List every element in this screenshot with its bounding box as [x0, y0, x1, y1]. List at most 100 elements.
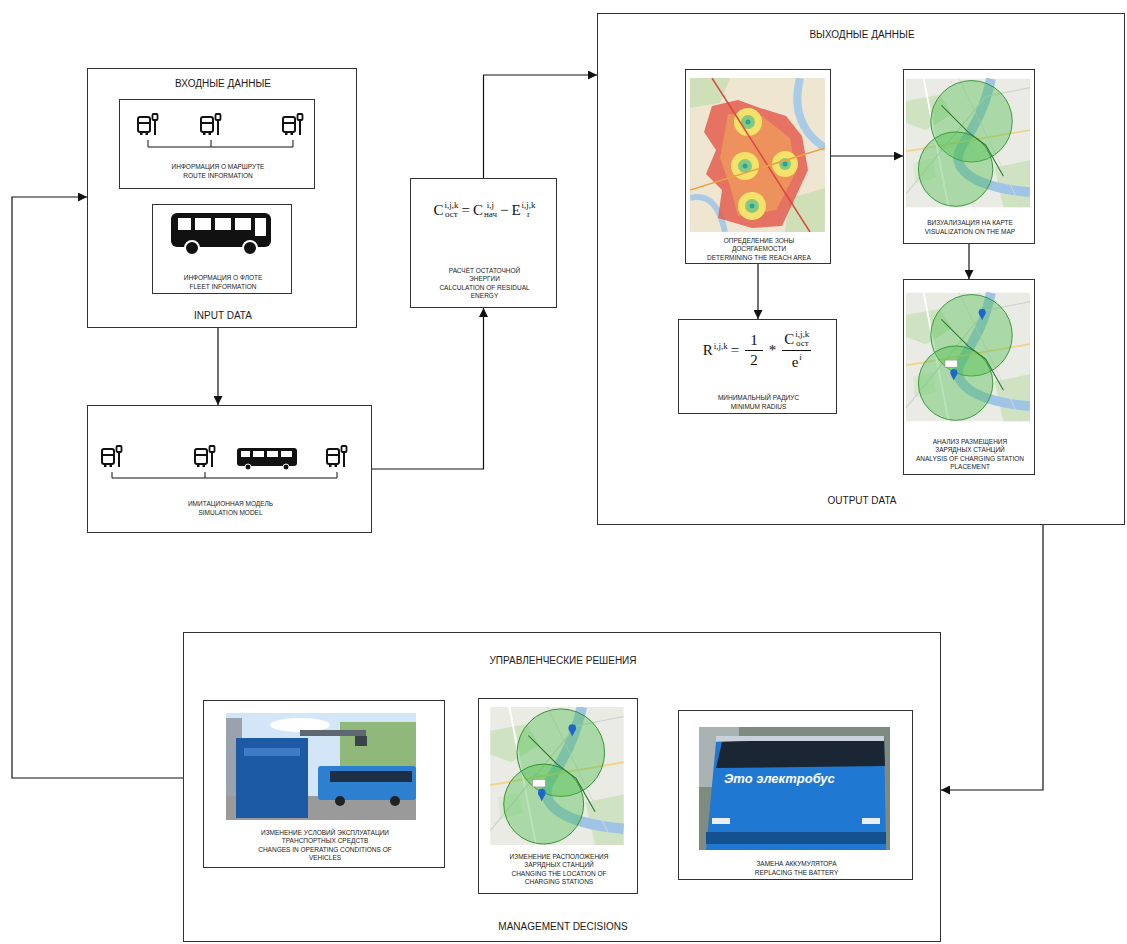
- formula-box: Ci,j,kост=Ci,jнач−Ei,j,krРАСЧЁТ ОСТАТОЧН…: [410, 178, 557, 308]
- bus-bumper: [706, 832, 886, 844]
- formula-indices: i,j,kост: [444, 201, 458, 219]
- map-image: [906, 79, 1030, 207]
- formula-symbol: ост: [444, 210, 458, 219]
- bus-stop-icon: [102, 446, 122, 467]
- bus-windshield: [716, 736, 885, 768]
- image-box: ИЗМЕНЕНИЕ РАСПОЛОЖЕНИЯ ЗАРЯДНЫХ СТАНЦИЙC…: [478, 698, 638, 894]
- sky: [226, 713, 416, 820]
- formula-symbol: E: [511, 203, 520, 218]
- bus-window: [267, 451, 278, 457]
- bus-stop-icon: [327, 446, 347, 467]
- group-title: MANAGEMENT DECISIONS: [188, 921, 938, 933]
- connector-arrow: [968, 244, 969, 279]
- caption-text: ИЗМЕНЕНИЕ РАСПОЛОЖЕНИЯ ЗАРЯДНЫХ СТАНЦИЙ: [504, 853, 614, 869]
- station-pins: [532, 724, 576, 801]
- pantograph: [355, 736, 367, 746]
- formula-symbol: ост: [795, 339, 809, 348]
- spacer: [714, 351, 728, 360]
- fraction: 12: [745, 333, 763, 368]
- connector-arrow: [941, 525, 1043, 790]
- electric-bus-photo: [699, 727, 890, 850]
- headlight: [712, 818, 730, 824]
- bus-window: [178, 218, 191, 230]
- process-box: ИМИТАЦИОННАЯ МОДЕЛЬSIMULATION MODEL: [87, 405, 372, 533]
- spacer: [799, 362, 802, 371]
- caption-text: ИЗМЕНЕНИЕ УСЛОВИЙ ЭКСПЛУАТАЦИИ ТРАНСПОРТ…: [255, 829, 395, 845]
- group-box: ВЫХОДНЫЕ ДАННЫЕ OUTPUT DATA ОПРЕДЕЛЕНИЕ ЗО…: [597, 13, 1125, 525]
- headlight: [862, 818, 880, 824]
- image-box: ИЗМЕНЕНИЕ УСЛОВИЙ ЭКСПЛУАТАЦИИ ТРАНСПОРТ…: [203, 700, 445, 868]
- connector-arrow: [831, 155, 903, 156]
- bus-stop-icon: [201, 114, 221, 135]
- bus-wheel: [390, 796, 400, 806]
- formula-indices: i,j,k: [714, 342, 728, 360]
- formula-symbol: R: [703, 343, 713, 358]
- caption-text: CALCULATION OF RESIDUAL ENERGY: [437, 284, 533, 300]
- formula-indices: i,jнач: [484, 201, 497, 219]
- formula-symbol: i,j,k: [714, 342, 728, 351]
- bus-livery-text: Это электробус: [724, 771, 835, 786]
- formula: Ri,j,k=12*Ci,j,kостei: [683, 330, 834, 371]
- background: [699, 727, 890, 850]
- charger-cabinet: [236, 738, 308, 818]
- caption-text: МИНИМАЛЬНЫЙ РАДИУС: [683, 394, 834, 402]
- caption-text: ОПРЕДЕЛЕНИЕ ЗОНЫ ДОСЯГАЕМОСТИ: [714, 237, 804, 253]
- formula-term: Ei,j,kr: [511, 201, 535, 219]
- reach-circles: [918, 295, 1012, 421]
- bus-body: [171, 213, 271, 247]
- fraction: Ci,j,kостei: [782, 330, 811, 371]
- caption-text: РАСЧЁТ ОСТАТОЧНОЙ ЭНЕРГИИ: [437, 267, 533, 283]
- formula-indices: i,j,kr: [522, 201, 536, 219]
- connector-arrow: [12, 197, 183, 778]
- bus-wheel: [243, 241, 257, 255]
- formula-indices: i: [799, 353, 802, 371]
- caption-text: ИНФОРМАЦИЯ О МАРШРУТЕ: [124, 163, 312, 171]
- formula-symbol: r: [522, 210, 536, 219]
- caption-text: ANALYSIS OF CHARGING STATION PLACEMENT: [915, 455, 1025, 471]
- reach-circles: [918, 81, 1012, 207]
- map-image: [490, 707, 623, 845]
- formula-box: Ri,j,k=12*Ci,j,kостeiМИНИМАЛЬНЫЙ РАДИУСM…: [678, 319, 837, 414]
- station-pins: [945, 309, 986, 381]
- reach-circles: [504, 709, 605, 844]
- caption-text: АНАЛИЗ РАЗМЕЩЕНИЯ ЗАРЯДНЫХ СТАНЦИЙ: [920, 438, 1020, 454]
- bus-window: [215, 218, 231, 230]
- group-title: OUTPUT DATA: [602, 495, 1122, 507]
- formula-term: Ri,j,k: [703, 342, 728, 360]
- formula-symbol: =: [461, 203, 469, 218]
- info-box: ИНФОРМАЦИЯ О МАРШРУТЕROUTE INFORMATION: [119, 99, 315, 189]
- image-box: ЗАМЕНА АККУМУЛЯТОРАREPLACING THE BATTERY: [678, 710, 913, 880]
- route-line: [112, 472, 337, 478]
- caption-text: ЗАМЕНА АККУМУЛЯТОРА: [683, 860, 910, 868]
- caption-text: CHANGES IN OPERATING CONDITIONS OF VEHIC…: [245, 846, 405, 862]
- formula-symbol: C: [433, 203, 443, 218]
- image-box: АНАЛИЗ РАЗМЕЩЕНИЯ ЗАРЯДНЫХ СТАНЦИЙANALYS…: [903, 279, 1035, 475]
- formula-symbol: i,j: [484, 201, 497, 210]
- formula-symbol: C: [784, 332, 794, 347]
- caption-text: ИМИТАЦИОННАЯ МОДЕЛЬ: [92, 500, 369, 508]
- fleet-bus-icon: [171, 213, 271, 255]
- formula-term: Ci,j,kост: [784, 330, 809, 348]
- formula-symbol: *: [769, 343, 777, 358]
- group-title: ВЫХОДНЫЕ ДАННЫЕ: [602, 29, 1122, 41]
- formula-symbol: i: [799, 353, 802, 362]
- fraction-numerator: 1: [745, 333, 763, 351]
- reach-heatmap: [690, 78, 825, 232]
- bus-window: [235, 218, 251, 230]
- caption-text: ROUTE INFORMATION: [124, 172, 312, 180]
- formula-indices: i,j,kост: [795, 330, 809, 348]
- bus-roof: [716, 736, 884, 741]
- formula-symbol: нач: [484, 210, 497, 219]
- formula-symbol: i,j,k: [795, 330, 809, 339]
- caption-text: ИНФОРМАЦИЯ О ФЛОТЕ: [157, 274, 289, 282]
- caption-text: SIMULATION MODEL: [92, 509, 369, 517]
- group-box: ВХОДНЫЕ ДАННЫЕINPUT DATAИНФОРМАЦИЯ О МАР…: [87, 68, 357, 328]
- route-icons: [138, 114, 303, 147]
- group-title: ВХОДНЫЕ ДАННЫЕ: [92, 78, 354, 90]
- image-box: ОПРЕДЕЛЕНИЕ ЗОНЫ ДОСЯГАЕМОСТИDETERMINING…: [685, 69, 831, 264]
- bus-wheel: [245, 464, 251, 470]
- caption-text: DETERMINING THE REACH AREA: [690, 254, 828, 262]
- formula-term: Ci,j,kост: [433, 201, 458, 219]
